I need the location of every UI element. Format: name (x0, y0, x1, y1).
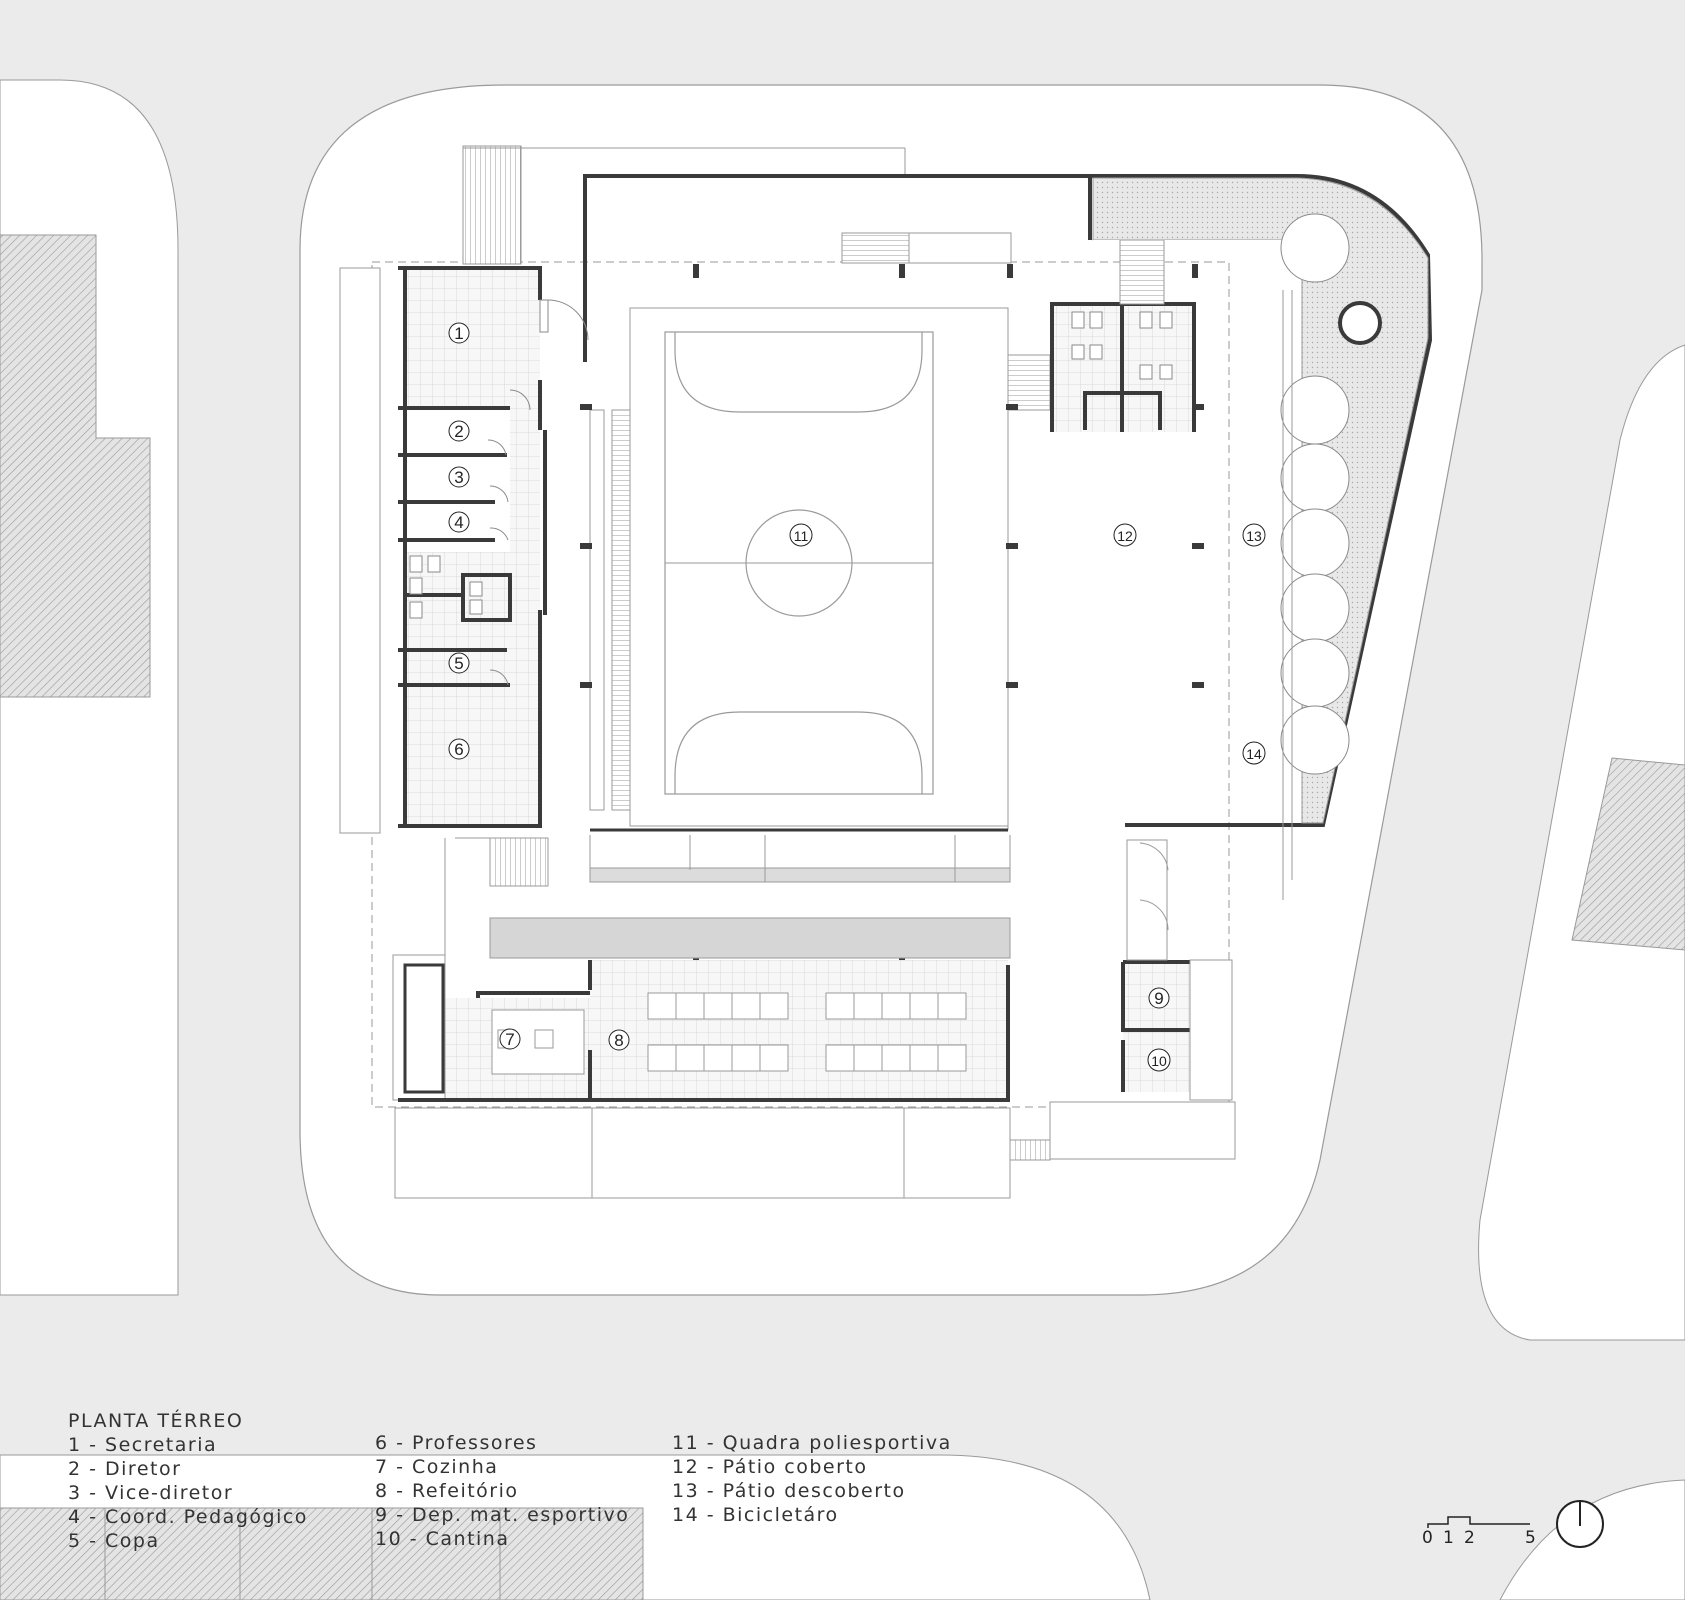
legend-item: 9 - Dep. mat. esportivo (375, 1504, 630, 1526)
room-number: 3 (454, 468, 463, 487)
tree-strip-lines (1282, 290, 1293, 900)
scale-bar (1427, 1516, 1530, 1528)
legend-item: 10 - Cantina (375, 1528, 510, 1550)
restroom-block (1050, 239, 1196, 432)
room-number: 1 (454, 324, 463, 343)
room-marker: 4 (448, 511, 470, 533)
room-number: 9 (1154, 989, 1163, 1008)
room-marker: 6 (448, 738, 470, 760)
room-number: 11 (794, 528, 809, 544)
tree-icon (1280, 213, 1350, 283)
room-number: 10 (1151, 1053, 1167, 1069)
scale-label: 5 (1525, 1528, 1536, 1548)
legend: PLANTA TÉRREO (68, 1409, 243, 1433)
legend-item: 3 - Vice-diretor (68, 1482, 234, 1504)
room-number: 12 (1117, 528, 1133, 544)
legend-item: 14 - Bicicletáro (672, 1504, 839, 1526)
north-arrow-icon (1556, 1500, 1604, 1548)
room-marker: 7 (499, 1028, 521, 1050)
tree-icon (1280, 508, 1350, 578)
legend-item: 12 - Pátio coberto (672, 1456, 868, 1478)
room-number: 8 (614, 1031, 623, 1050)
room-marker: 5 (448, 652, 470, 674)
right-city-block (1478, 344, 1685, 1341)
legend-item: 8 - Refeitório (375, 1480, 519, 1502)
tree-icon (1280, 705, 1350, 775)
room-marker: 14 (1242, 741, 1266, 765)
stage-stairs (841, 232, 910, 264)
side-stairs (489, 837, 549, 887)
left-slab (339, 267, 381, 834)
legend-item: 1 - Secretaria (68, 1434, 218, 1456)
trees (1280, 213, 1350, 775)
main-walls (583, 174, 1433, 827)
tree-icon (1280, 638, 1350, 708)
service-rooms (1121, 839, 1233, 1101)
round-column-icon (1338, 301, 1382, 345)
legend-item: 5 - Copa (68, 1530, 160, 1552)
tree-icon (1280, 573, 1350, 643)
tree-icon (1280, 443, 1350, 513)
legend-item: 7 - Cozinha (375, 1456, 499, 1478)
legend-column-2: 6 - Professores 7 - Cozinha 8 - Refeitór… (375, 1431, 629, 1551)
legend-item: 4 - Coord. Pedagógico (68, 1506, 308, 1528)
legend-item: 2 - Diretor (68, 1458, 182, 1480)
plan-title: PLANTA TÉRREO (68, 1410, 244, 1432)
room-marker: 9 (1148, 987, 1170, 1009)
legend-item: 11 - Quadra poliesportiva (672, 1432, 952, 1454)
legend-column-1: 1 - Secretaria 2 - Diretor 3 - Vice-dire… (68, 1433, 308, 1553)
legend-column-3: 11 - Quadra poliesportiva 12 - Pátio cob… (672, 1431, 952, 1527)
court-stairs (1007, 354, 1051, 411)
room-marker: 3 (448, 466, 470, 488)
dining-tables (647, 992, 967, 1072)
room-marker: 11 (789, 523, 813, 547)
room-marker: 10 (1147, 1048, 1171, 1072)
room-number: 6 (454, 740, 463, 759)
room-number-markers: 1 2 3 4 5 6 7 8 9 10 11 12 13 14 (448, 322, 1266, 1072)
top-entry-stairs (462, 145, 522, 265)
bottom-left-city-block (0, 1454, 1151, 1600)
room-marker: 12 (1113, 523, 1137, 547)
scale-label: 1 (1443, 1528, 1454, 1548)
scale-label: 0 (1422, 1528, 1433, 1548)
room-marker: 2 (448, 420, 470, 442)
sports-court (589, 307, 1009, 832)
room-number: 5 (454, 654, 463, 673)
bottom-areas (394, 1101, 1236, 1199)
left-city-block (0, 79, 179, 1296)
legend-item: 13 - Pátio descoberto (672, 1480, 906, 1502)
room-marker: 1 (448, 322, 470, 344)
room-number: 2 (454, 422, 463, 441)
scale-label: 2 (1464, 1528, 1475, 1548)
canopy-strip (589, 867, 1011, 883)
kitchen-dining-block (392, 954, 1010, 1102)
tree-icon (1280, 375, 1350, 445)
serving-counter (489, 917, 1011, 959)
legend-item: 6 - Professores (375, 1432, 538, 1454)
room-number: 7 (505, 1030, 514, 1049)
room-number: 13 (1246, 528, 1262, 544)
room-number: 4 (454, 513, 463, 532)
room-marker: 13 (1242, 523, 1266, 547)
room-marker: 8 (608, 1029, 630, 1051)
room-number: 14 (1246, 746, 1262, 762)
